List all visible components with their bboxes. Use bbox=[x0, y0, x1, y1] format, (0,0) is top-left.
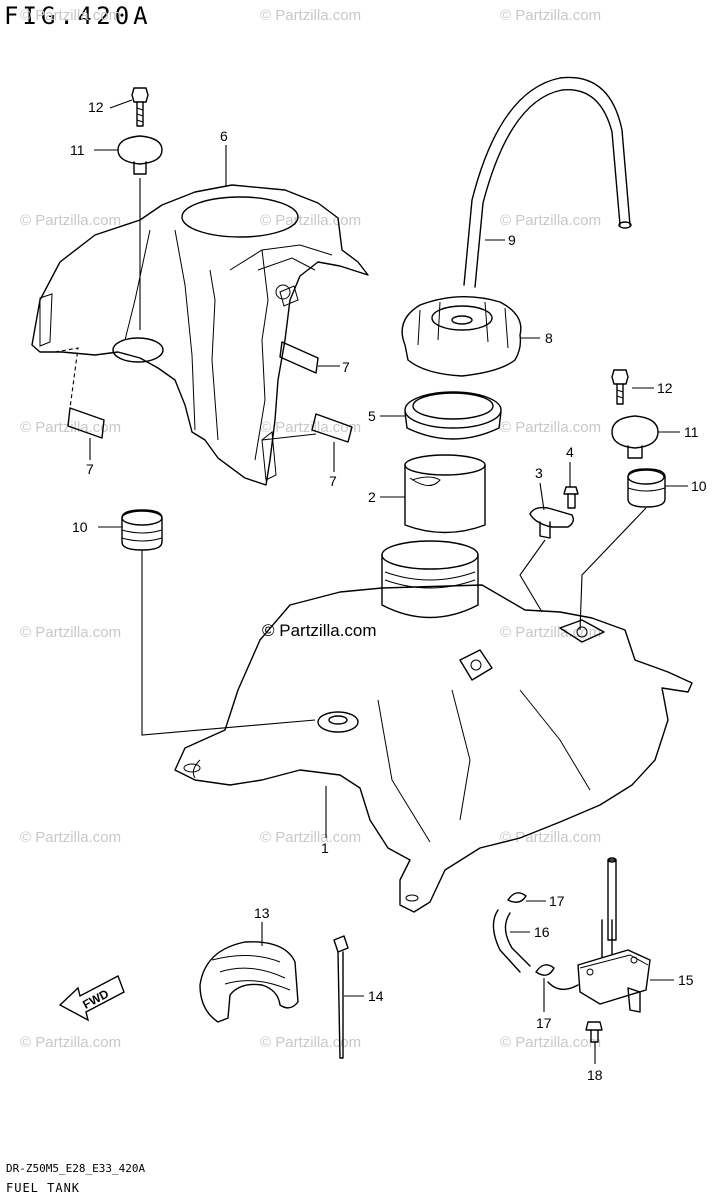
leader-lines bbox=[89, 99, 688, 1064]
callouts: 12 11 6 7 7 7 10 9 8 5 2 3 4 12 11 10 1 … bbox=[70, 99, 707, 1083]
watermark: © Partzilla.com bbox=[500, 212, 601, 229]
callout-1: 1 bbox=[321, 840, 329, 856]
callout-8: 8 bbox=[545, 330, 553, 346]
part-grommet-left bbox=[121, 509, 163, 551]
callout-10: 10 bbox=[691, 478, 707, 494]
watermark: © Partzilla.com bbox=[500, 1034, 601, 1051]
watermark: © Partzilla.com bbox=[20, 212, 121, 229]
callout-11: 11 bbox=[684, 424, 699, 440]
part-hose-clip-upper bbox=[507, 892, 527, 903]
leader-line bbox=[519, 539, 546, 613]
watermark: © Partzilla.com bbox=[260, 419, 361, 436]
callout-12: 12 bbox=[88, 99, 104, 115]
watermark: © Partzilla.com bbox=[20, 624, 121, 641]
part-fuel-cap bbox=[401, 296, 522, 377]
callout-13: 13 bbox=[254, 905, 270, 921]
callout-17: 17 bbox=[536, 1015, 552, 1031]
callout-18: 18 bbox=[587, 1067, 603, 1083]
leader-line bbox=[579, 507, 647, 631]
callout-14: 14 bbox=[368, 988, 384, 1004]
watermark: © Partzilla.com bbox=[500, 419, 601, 436]
callout-10: 10 bbox=[72, 519, 88, 535]
part-bracket bbox=[529, 506, 575, 539]
part-cable-tie bbox=[333, 935, 349, 1059]
watermark: © Partzilla.com bbox=[260, 829, 361, 846]
watermark: © Partzilla.com bbox=[500, 829, 601, 846]
watermarks: © Partzilla.com © Partzilla.com © Partzi… bbox=[20, 7, 601, 1051]
watermark: © Partzilla.com bbox=[20, 829, 121, 846]
watermark: © Partzilla.com bbox=[260, 212, 361, 229]
callout-7: 7 bbox=[342, 359, 350, 375]
part-vent-hose bbox=[463, 76, 632, 288]
callout-11: 11 bbox=[70, 142, 85, 158]
figure-title: FIG.420A bbox=[4, 2, 152, 30]
callout-12: 12 bbox=[657, 380, 673, 396]
part-sticker-labels bbox=[54, 341, 353, 443]
watermark-center: © Partzilla.com bbox=[262, 621, 377, 640]
callout-15: 15 bbox=[678, 972, 694, 988]
part-damper-rubber bbox=[199, 941, 299, 1023]
fwd-arrow: FWD bbox=[58, 975, 125, 1022]
part-hose-clip-lower bbox=[535, 964, 555, 976]
callout-4: 4 bbox=[566, 444, 574, 460]
leader-line bbox=[141, 550, 316, 736]
part-cap-seal bbox=[404, 391, 502, 440]
part-filler-neck bbox=[404, 454, 486, 534]
part-washer-right bbox=[611, 415, 659, 459]
callout-7: 7 bbox=[86, 461, 94, 477]
part-fuel-valve bbox=[577, 857, 651, 1013]
watermark: © Partzilla.com bbox=[260, 7, 361, 24]
watermark: © Partzilla.com bbox=[500, 624, 601, 641]
part-washer-upper-left bbox=[117, 135, 163, 175]
part-grommet-right bbox=[627, 468, 666, 508]
callout-5: 5 bbox=[368, 408, 376, 424]
part-screw-small bbox=[563, 486, 579, 509]
callout-6: 6 bbox=[220, 128, 228, 144]
watermark: © Partzilla.com bbox=[260, 1034, 361, 1051]
part-bolt-upper-left bbox=[131, 87, 149, 127]
part-tank-cover bbox=[31, 184, 369, 486]
callout-2: 2 bbox=[368, 489, 376, 505]
watermark: © Partzilla.com bbox=[20, 1034, 121, 1051]
callout-17: 17 bbox=[549, 893, 565, 909]
callout-9: 9 bbox=[508, 232, 516, 248]
watermark: © Partzilla.com bbox=[500, 7, 601, 24]
callout-3: 3 bbox=[535, 465, 543, 481]
callout-16: 16 bbox=[534, 924, 550, 940]
part-bolt-upper-right bbox=[611, 369, 629, 405]
diagram-code: DR-Z50M5_E28_E33_420A bbox=[6, 1162, 146, 1175]
part-fuel-tank bbox=[174, 540, 693, 913]
diagram-name: FUEL TANK bbox=[6, 1181, 81, 1195]
part-fuel-hose bbox=[492, 909, 579, 990]
callout-7: 7 bbox=[329, 473, 337, 489]
watermark: © Partzilla.com bbox=[20, 7, 121, 24]
